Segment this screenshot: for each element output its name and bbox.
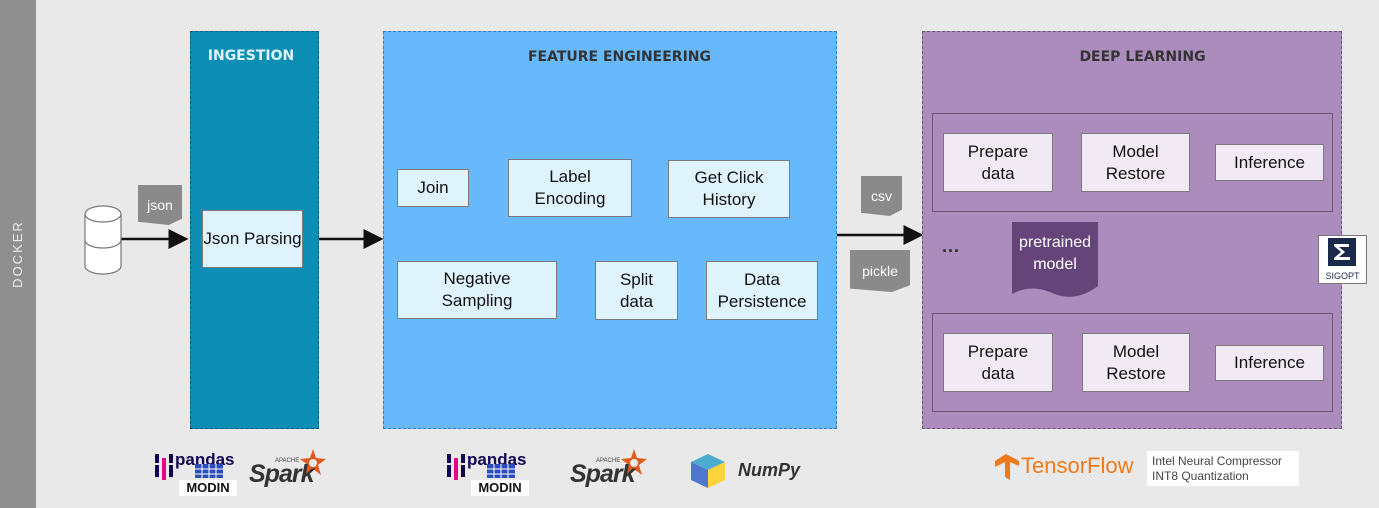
ellipsis: ... [942,236,961,256]
spark-star-icon [300,449,326,475]
split-data-box: Split data [595,261,678,320]
feature-engineering-panel [383,31,837,429]
sigma-icon [1328,238,1356,266]
get-click-history-box: Get Click History [668,160,790,218]
pretrained-model-doc-shape [1012,222,1098,297]
docker-sidebar [0,0,36,508]
pretrained-model-label: pretrained model [1018,234,1092,273]
tensorflow-icon [995,454,1019,480]
pandas-bars-icon [155,454,173,480]
deep-learning-title: DEEP LEARNING [1079,49,1206,65]
spark-logo-fe: APACHE Spark [566,448,656,490]
numpy-text: NumPy [738,460,801,480]
pickle-file-tag: pickle [850,250,910,292]
spark-text: Spark [249,460,314,488]
modin-grid-icon [487,464,515,478]
ingestion-title: INGESTION [207,48,295,64]
feature-engineering-title: FEATURE ENGINEERING [527,49,712,65]
model-restore-box-bottom: Model Restore [1082,333,1190,392]
json-file-tag: json [138,185,182,225]
tensorflow-text: TensorFlow [1021,453,1134,478]
modin-text: MODIN [179,480,237,496]
sigopt-label: SIGOPT [1325,271,1360,281]
inference-box-bottom: Inference [1215,345,1324,381]
modin-text: MODIN [471,480,529,496]
spark-text: Spark [570,460,635,488]
numpy-cube-icon [691,454,725,488]
intel-neural-compressor-box: Intel Neural Compressor INT8 Quantizatio… [1147,451,1299,486]
inference-group-top [932,113,1333,212]
label-encoding-box: Label Encoding [508,159,632,217]
numpy-logo: NumPy [688,452,808,490]
pandas-modin-logo: pandas MODIN [153,450,239,497]
spark-logo-ingestion: APACHE Spark [245,448,335,490]
negative-sampling-box: Negative Sampling [397,261,557,319]
inference-box-top: Inference [1215,144,1324,181]
csv-file-tag: csv [861,176,902,216]
inference-group-bottom [932,313,1333,412]
pandas-modin-logo-fe: pandas MODIN [445,450,531,497]
data-persistence-box: Data Persistence [706,261,818,320]
prepare-data-box-top: Prepare data [943,133,1053,192]
inc-line2: INT8 Quantization [1152,469,1249,483]
join-box: Join [397,169,469,207]
spark-star-icon [621,449,647,475]
prepare-data-box-bottom: Prepare data [943,333,1053,392]
model-restore-box-top: Model Restore [1081,133,1190,192]
modin-grid-icon [195,464,223,478]
database-icon [84,205,122,275]
json-parsing-box: Json Parsing [202,210,303,268]
apache-text: APACHE [596,458,621,464]
apache-text: APACHE [275,458,300,464]
tensorflow-logo: TensorFlow [995,452,1135,484]
pandas-bars-icon [447,454,465,480]
inc-line1: Intel Neural Compressor [1152,454,1283,468]
